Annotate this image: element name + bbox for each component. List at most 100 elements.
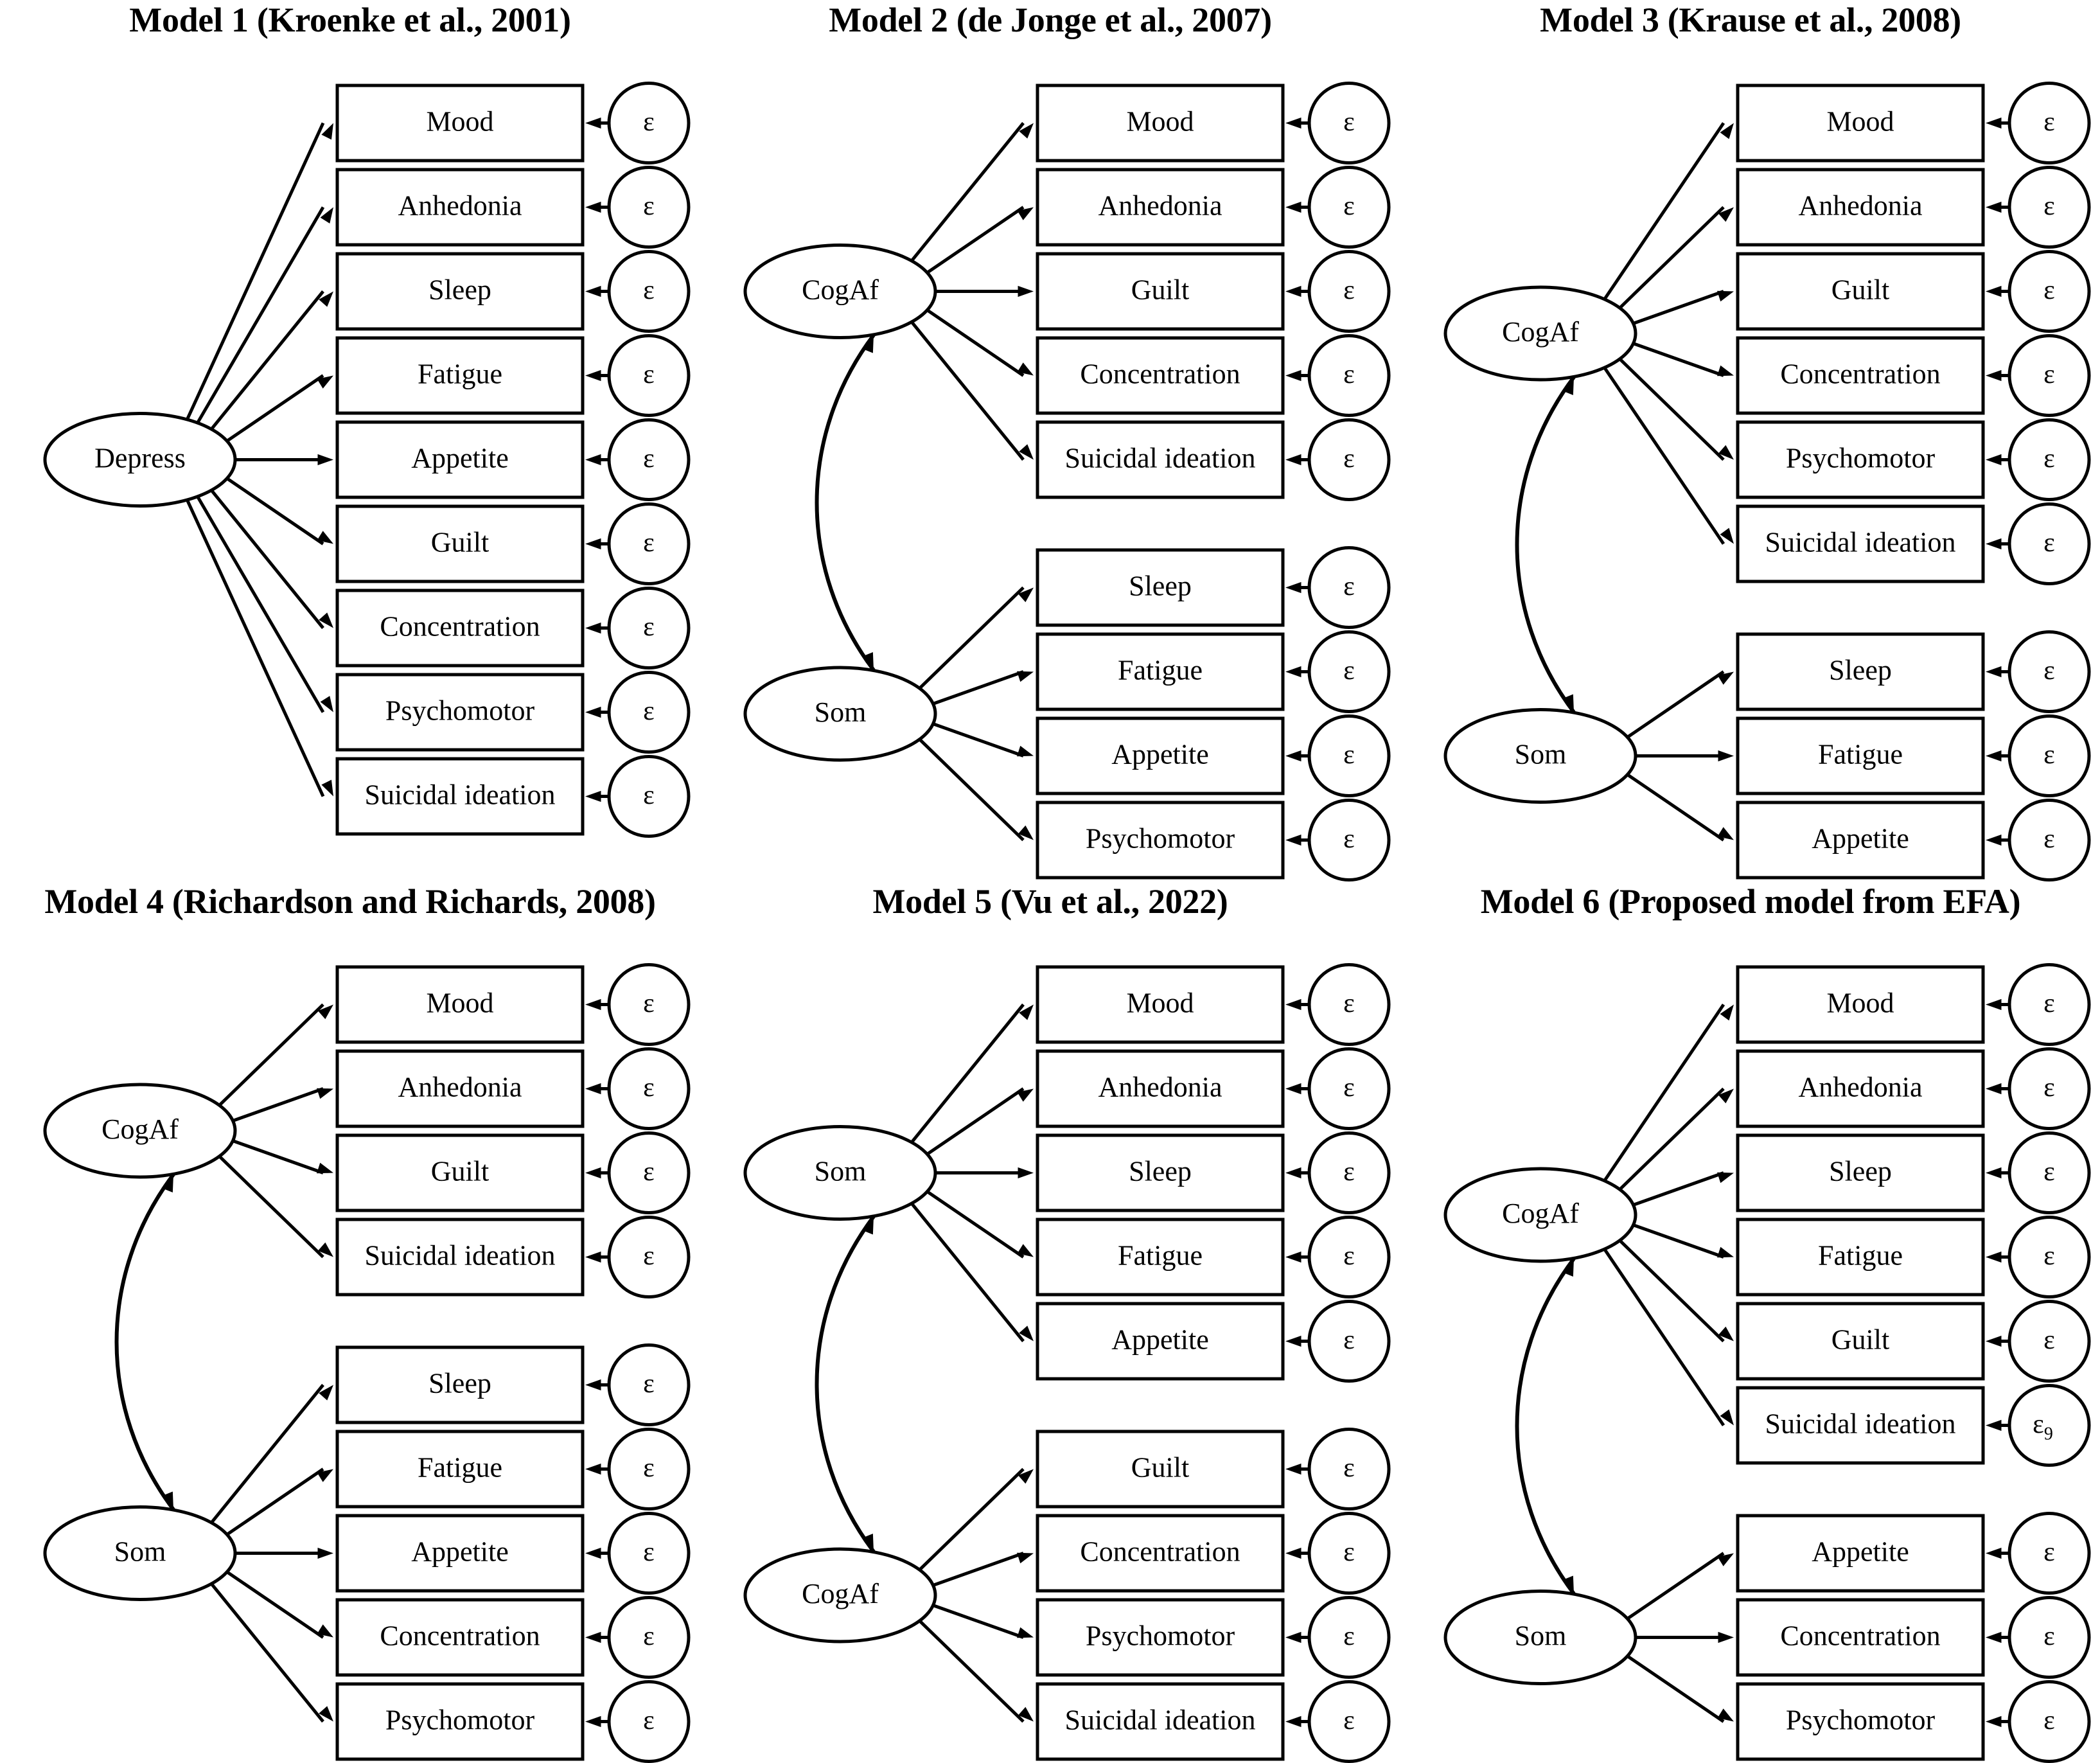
indicator-node: Sleep bbox=[1736, 1133, 1985, 1212]
indicator-node: Psychomotor bbox=[1036, 801, 1285, 880]
indicator-node: Suicidal ideation bbox=[1036, 420, 1285, 499]
error-term-node: ε bbox=[1307, 1512, 1391, 1595]
latent-factor-node: Som bbox=[1443, 1590, 1637, 1685]
error-term-node: ε bbox=[2007, 799, 2091, 882]
error-label: ε bbox=[2043, 1073, 2055, 1103]
error-label: ε bbox=[1343, 444, 1355, 474]
error-term-node: ε bbox=[607, 1428, 691, 1511]
indicator-label: Suicidal ideation bbox=[365, 779, 556, 811]
error-term-node: ε bbox=[607, 1680, 691, 1763]
error-term-node: ε bbox=[607, 755, 691, 838]
indicator-node: Suicidal ideation bbox=[335, 757, 585, 836]
indicator-label: Appetite bbox=[1812, 823, 1909, 855]
indicator-label: Anhedonia bbox=[1798, 1072, 1922, 1103]
error-term-node: ε bbox=[607, 166, 691, 249]
error-label: ε bbox=[2043, 989, 2055, 1018]
factor-loading-arrow bbox=[1618, 1087, 1725, 1191]
indicator-node: Fatigue bbox=[335, 336, 585, 415]
factor-loading-arrow bbox=[917, 1619, 1025, 1723]
factor-loading-arrow bbox=[1625, 1654, 1725, 1723]
indicator-node: Mood bbox=[1036, 84, 1285, 163]
error-term-node: ε bbox=[2007, 334, 2091, 417]
factor-covariance-arrow bbox=[1515, 1257, 1576, 1595]
indicator-label: Psychomotor bbox=[1086, 823, 1235, 855]
indicator-label: Sleep bbox=[428, 274, 491, 306]
indicator-node: Anhedonia bbox=[1736, 168, 1985, 247]
indicator-node: Psychomotor bbox=[1036, 1598, 1285, 1677]
factor-covariance-arrow bbox=[114, 1173, 175, 1511]
error-term-node: ε bbox=[2007, 1131, 2091, 1214]
error-label: ε bbox=[2043, 528, 2055, 558]
indicator-label: Fatigue bbox=[1818, 1240, 1903, 1271]
error-label: ε bbox=[643, 1622, 655, 1651]
error-label: ε bbox=[1343, 1537, 1355, 1567]
factor-loading-arrow bbox=[917, 586, 1025, 690]
error-term-node: ε bbox=[1307, 1131, 1391, 1214]
error-term-node: ε bbox=[2007, 250, 2091, 333]
indicator-node: Suicidal ideation bbox=[1736, 1386, 1985, 1465]
error-term-node: ε bbox=[2007, 963, 2091, 1046]
factor-loading-arrow bbox=[1632, 1171, 1724, 1207]
error-label: ε bbox=[2043, 656, 2055, 686]
indicator-node: Mood bbox=[1736, 84, 1985, 163]
indicator-node: Fatigue bbox=[335, 1430, 585, 1509]
indicator-node: Guilt bbox=[1036, 252, 1285, 331]
latent-factor-node: Som bbox=[1443, 708, 1637, 804]
indicator-node: Sleep bbox=[1036, 548, 1285, 627]
factor-loading-arrow bbox=[1632, 341, 1724, 377]
factor-loading-arrow bbox=[925, 1087, 1025, 1156]
factor-loading-arrow bbox=[185, 499, 325, 797]
factor-label: Som bbox=[114, 1536, 166, 1568]
indicator-label: Sleep bbox=[1129, 571, 1192, 602]
indicator-label: Appetite bbox=[411, 1536, 509, 1568]
error-term-node: ε bbox=[607, 1216, 691, 1298]
indicator-node: Anhedonia bbox=[1736, 1049, 1985, 1128]
indicator-label: Appetite bbox=[1111, 739, 1209, 770]
indicator-label: Fatigue bbox=[1118, 1240, 1203, 1271]
panel-title: Model 6 (Proposed model from EFA) bbox=[1480, 882, 2021, 921]
error-label: ε bbox=[643, 1706, 655, 1735]
error-term-node: ε bbox=[2007, 1047, 2091, 1130]
indicator-node: Fatigue bbox=[1036, 1218, 1285, 1297]
error-label: ε bbox=[643, 781, 655, 810]
error-term-node: ε bbox=[1307, 546, 1391, 629]
indicator-node: Psychomotor bbox=[335, 1682, 585, 1761]
factor-loading-arrow bbox=[209, 290, 324, 431]
indicator-node: Concentration bbox=[1036, 336, 1285, 415]
indicator-label: Psychomotor bbox=[1786, 443, 1936, 474]
error-label: ε bbox=[643, 528, 655, 558]
indicator-label: Guilt bbox=[431, 527, 489, 558]
indicator-label: Sleep bbox=[1829, 1156, 1892, 1187]
error-term-node: ε bbox=[607, 963, 691, 1046]
indicator-label: Concentration bbox=[1780, 359, 1940, 390]
indicator-label: Anhedonia bbox=[398, 190, 522, 222]
factor-loading-arrow bbox=[910, 320, 1025, 461]
latent-factor-node: CogAf bbox=[1443, 1167, 1637, 1263]
factor-label: Som bbox=[815, 696, 867, 728]
error-term-node: ε bbox=[607, 587, 691, 669]
error-term-node: ε bbox=[1307, 1428, 1391, 1511]
latent-factor-node: Som bbox=[743, 1125, 937, 1221]
indicator-label: Concentration bbox=[1080, 359, 1240, 390]
indicator-label: Concentration bbox=[380, 611, 540, 642]
factor-loading-arrow bbox=[225, 374, 324, 443]
error-term-node: ε bbox=[2007, 418, 2091, 501]
error-label: ε bbox=[1343, 107, 1355, 137]
error-label: ε bbox=[2043, 824, 2055, 854]
indicator-label: Suicidal ideation bbox=[1065, 1705, 1256, 1736]
indicator-label: Psychomotor bbox=[385, 1705, 535, 1736]
indicator-node: Concentration bbox=[1736, 1598, 1985, 1677]
factor-label: Som bbox=[815, 1156, 867, 1187]
error-term-node: ε bbox=[607, 1131, 691, 1214]
error-term-node: ε bbox=[1307, 963, 1391, 1046]
indicator-node: Sleep bbox=[1736, 632, 1985, 711]
factor-loading-arrow bbox=[225, 476, 324, 545]
error-label: ε bbox=[643, 276, 655, 305]
indicator-node: Anhedonia bbox=[335, 1049, 585, 1128]
indicator-label: Anhedonia bbox=[1798, 190, 1922, 222]
indicator-node: Sleep bbox=[1036, 1133, 1285, 1212]
error-label: ε bbox=[2043, 444, 2055, 474]
indicator-node: Guilt bbox=[1036, 1430, 1285, 1509]
error-label: ε bbox=[1343, 360, 1355, 389]
